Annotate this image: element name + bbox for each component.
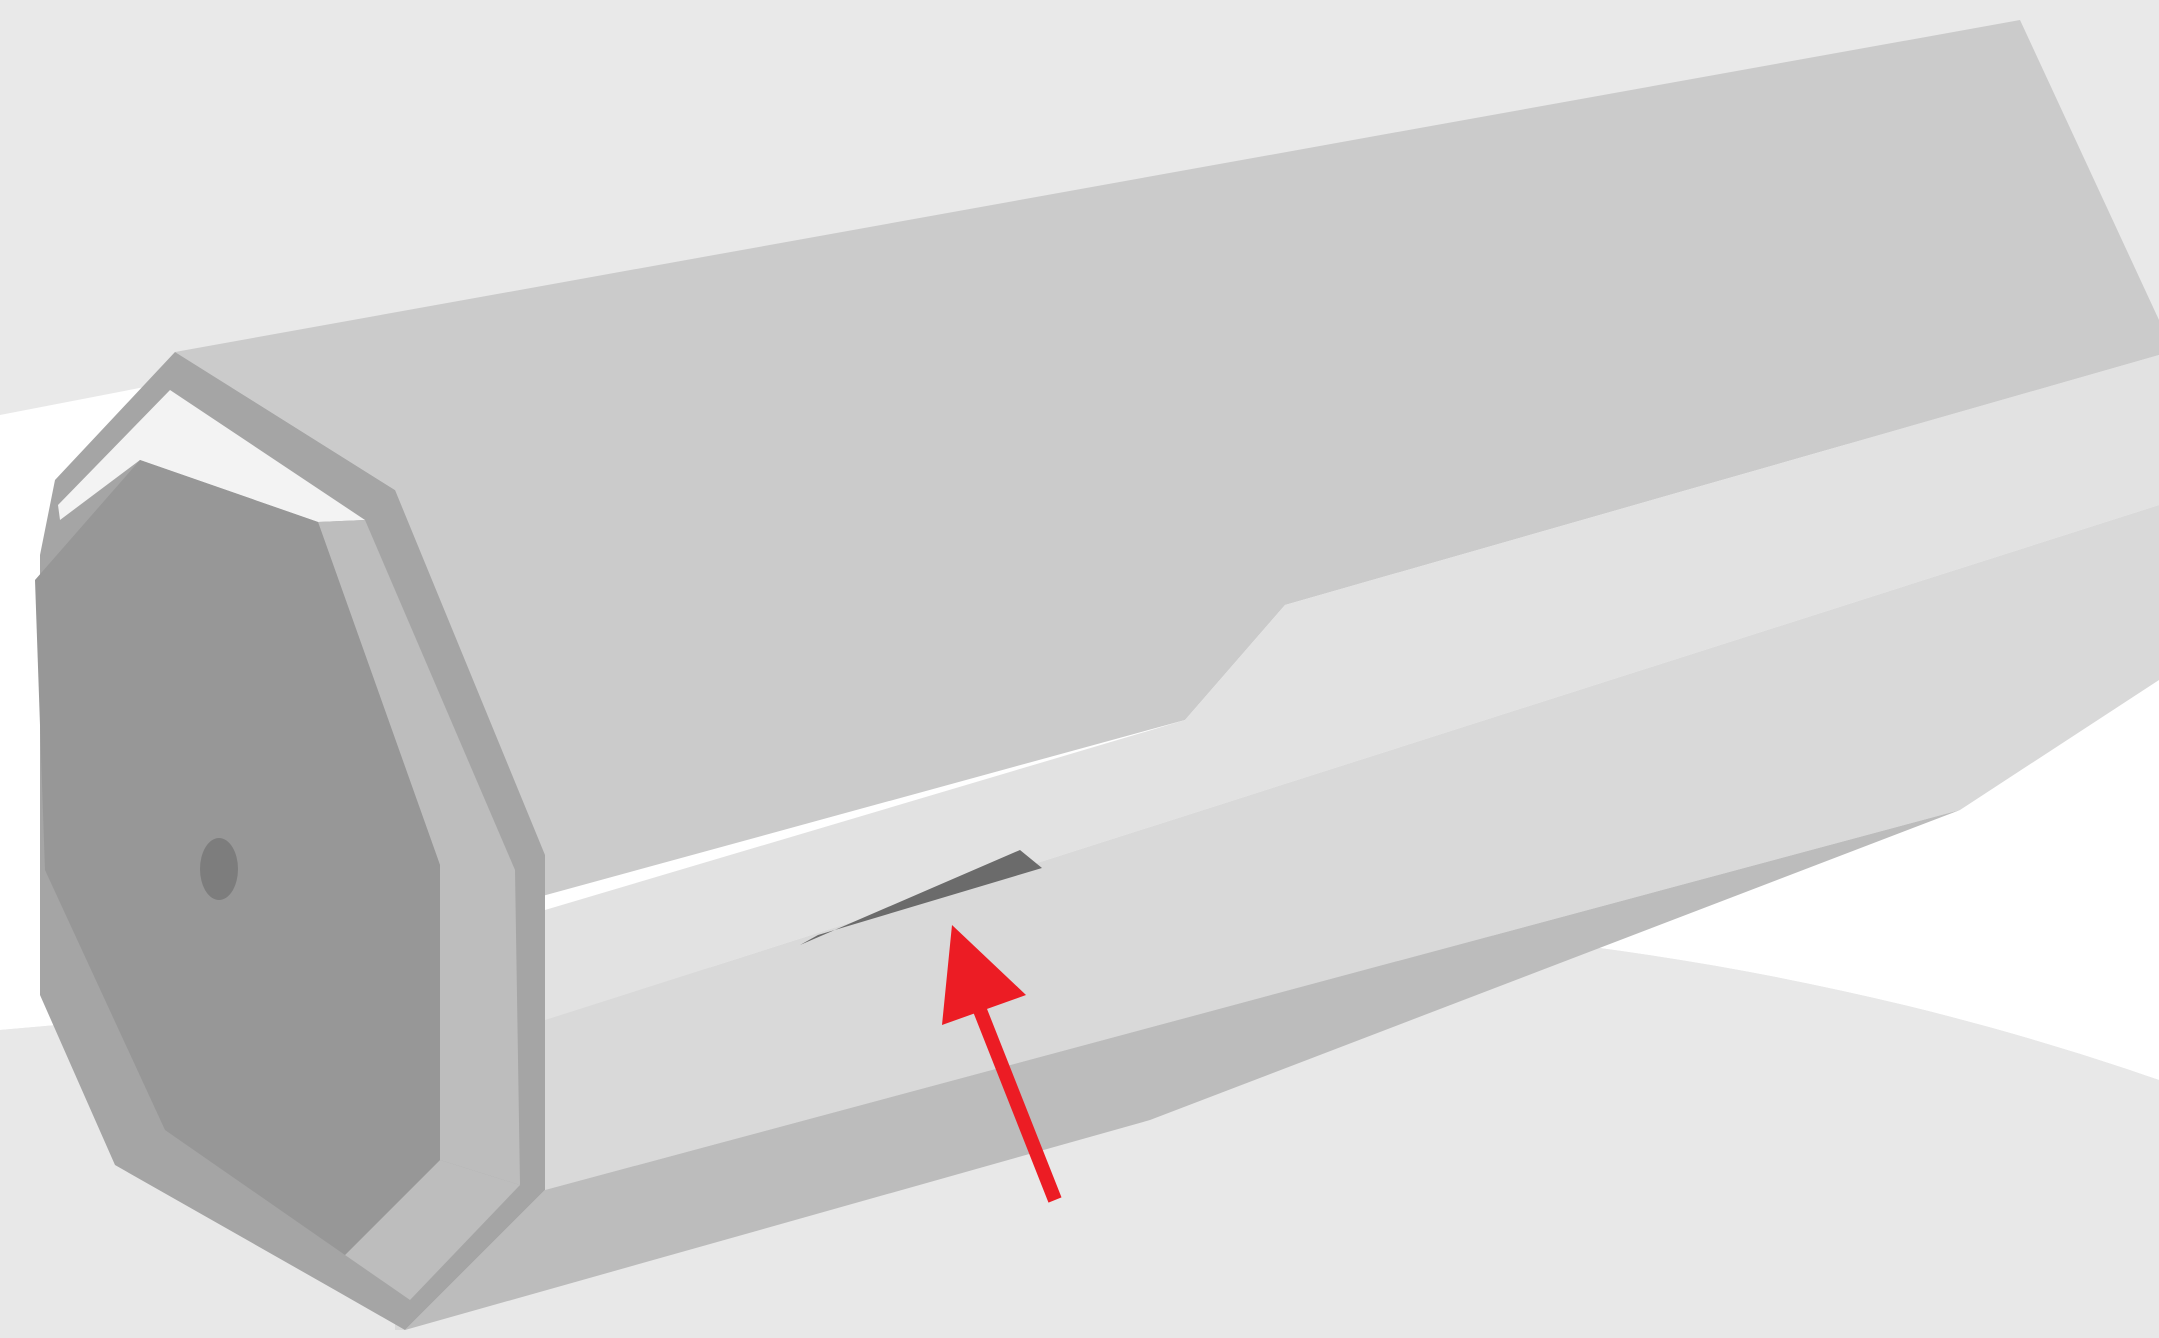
tube-bottom-face [405,810,1960,1330]
tube-top-face [175,20,2159,935]
arrow-shaft [965,987,1062,1203]
end-cap-bevel-lower [345,1160,520,1300]
arrow-head [942,925,1026,1025]
end-cap-center-hole [200,838,238,900]
end-cap-face [35,460,440,1255]
end-cap-bevel-top [58,390,365,522]
side-slot [800,850,1042,945]
end-cap-bevel-right [318,520,520,1185]
tube-light-face [545,355,2159,1020]
arrow-icon [942,925,1062,1203]
